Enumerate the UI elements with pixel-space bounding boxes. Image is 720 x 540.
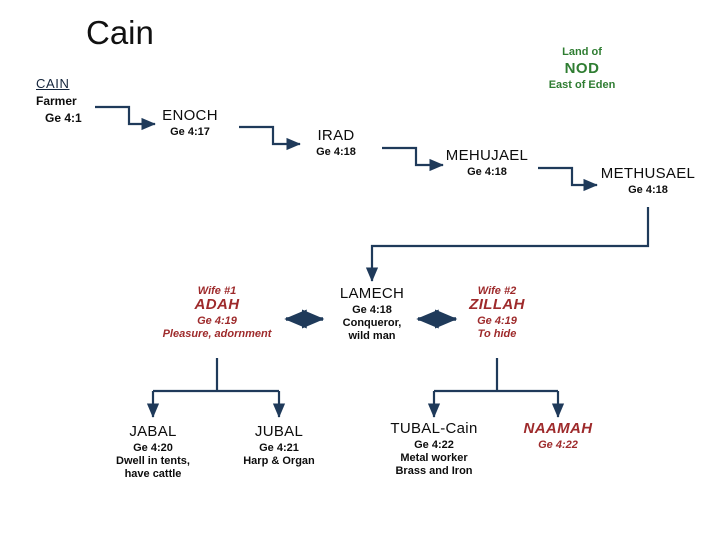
node-jabal: JABAL Ge 4:20 Dwell in tents, have cattl…	[93, 423, 213, 481]
node-cain-name: CAIN	[36, 76, 70, 91]
node-jubal-name: JUBAL	[254, 423, 304, 440]
node-tubalcain-desc2: Brass and Iron	[395, 465, 473, 478]
node-lamech-desc2: wild man	[348, 330, 396, 343]
node-jabal-desc2: have cattle	[124, 468, 182, 481]
node-jubal-ref: Ge 4:21	[259, 441, 299, 454]
node-lamech: LAMECH Ge 4:18 Conqueror, wild man	[326, 285, 418, 343]
place-label-nod: Land of NOD East of Eden	[500, 46, 664, 92]
node-jabal-ref: Ge 4:20	[133, 441, 173, 454]
node-naamah-name: NAAMAH	[523, 420, 593, 437]
node-irad-ref: Ge 4:18	[316, 145, 356, 158]
node-naamah: NAAMAH Ge 4:22	[498, 420, 618, 451]
node-mehujael-ref: Ge 4:18	[467, 165, 507, 178]
node-jubal-desc1: Harp & Organ	[243, 455, 315, 468]
node-cain-desc: Farmer	[36, 94, 77, 109]
node-tubalcain-ref: Ge 4:22	[414, 438, 454, 451]
edge-methusael-lamech	[365, 207, 650, 282]
node-jabal-name: JABAL	[129, 423, 177, 440]
node-zillah: Wife #2 ZILLAH Ge 4:19 To hide	[452, 285, 542, 341]
node-methusael-name: METHUSAEL	[600, 165, 696, 182]
node-cain: CAIN Farmer Ge 4:1	[36, 76, 82, 126]
node-methusael: METHUSAEL Ge 4:18	[588, 165, 708, 196]
place-label-line3: East of Eden	[548, 78, 616, 91]
node-irad-name: IRAD	[317, 127, 355, 144]
node-naamah-ref: Ge 4:22	[538, 438, 578, 451]
node-adah-name: ADAH	[194, 296, 240, 314]
node-jabal-desc1: Dwell in tents,	[116, 455, 190, 468]
place-label-line2: NOD	[564, 59, 600, 77]
node-zillah-desc: To hide	[477, 328, 517, 341]
node-irad: IRAD Ge 4:18	[290, 127, 382, 158]
node-zillah-name: ZILLAH	[469, 296, 525, 314]
node-enoch-name: ENOCH	[162, 107, 218, 124]
node-adah-ref: Ge 4:19	[197, 315, 237, 328]
node-mehujael-name: MEHUJAEL	[445, 147, 529, 164]
node-enoch-ref: Ge 4:17	[170, 125, 210, 138]
node-tubalcain-desc1: Metal worker	[400, 452, 468, 465]
node-adah-desc: Pleasure, adornment	[162, 328, 272, 341]
node-methusael-ref: Ge 4:18	[628, 183, 668, 196]
node-cain-ref: Ge 4:1	[45, 111, 82, 126]
page-title: Cain	[86, 14, 154, 51]
node-lamech-ref: Ge 4:18	[352, 303, 392, 316]
node-lamech-desc1: Conqueror,	[342, 317, 402, 330]
node-lamech-name: LAMECH	[339, 285, 405, 302]
node-enoch: ENOCH Ge 4:17	[144, 107, 236, 138]
node-adah-tag: Wife #1	[197, 285, 237, 297]
node-mehujael: MEHUJAEL Ge 4:18	[432, 147, 542, 178]
node-adah: Wife #1 ADAH Ge 4:19 Pleasure, adornment	[150, 285, 284, 341]
place-label-line1: Land of	[562, 46, 602, 58]
node-zillah-ref: Ge 4:19	[477, 315, 517, 328]
node-tubalcain: TUBAL-Cain Ge 4:22 Metal worker Brass an…	[369, 420, 499, 478]
node-tubalcain-name: TUBAL-Cain	[390, 420, 478, 437]
node-zillah-tag: Wife #2	[477, 285, 517, 297]
node-jubal: JUBAL Ge 4:21 Harp & Organ	[219, 423, 339, 468]
